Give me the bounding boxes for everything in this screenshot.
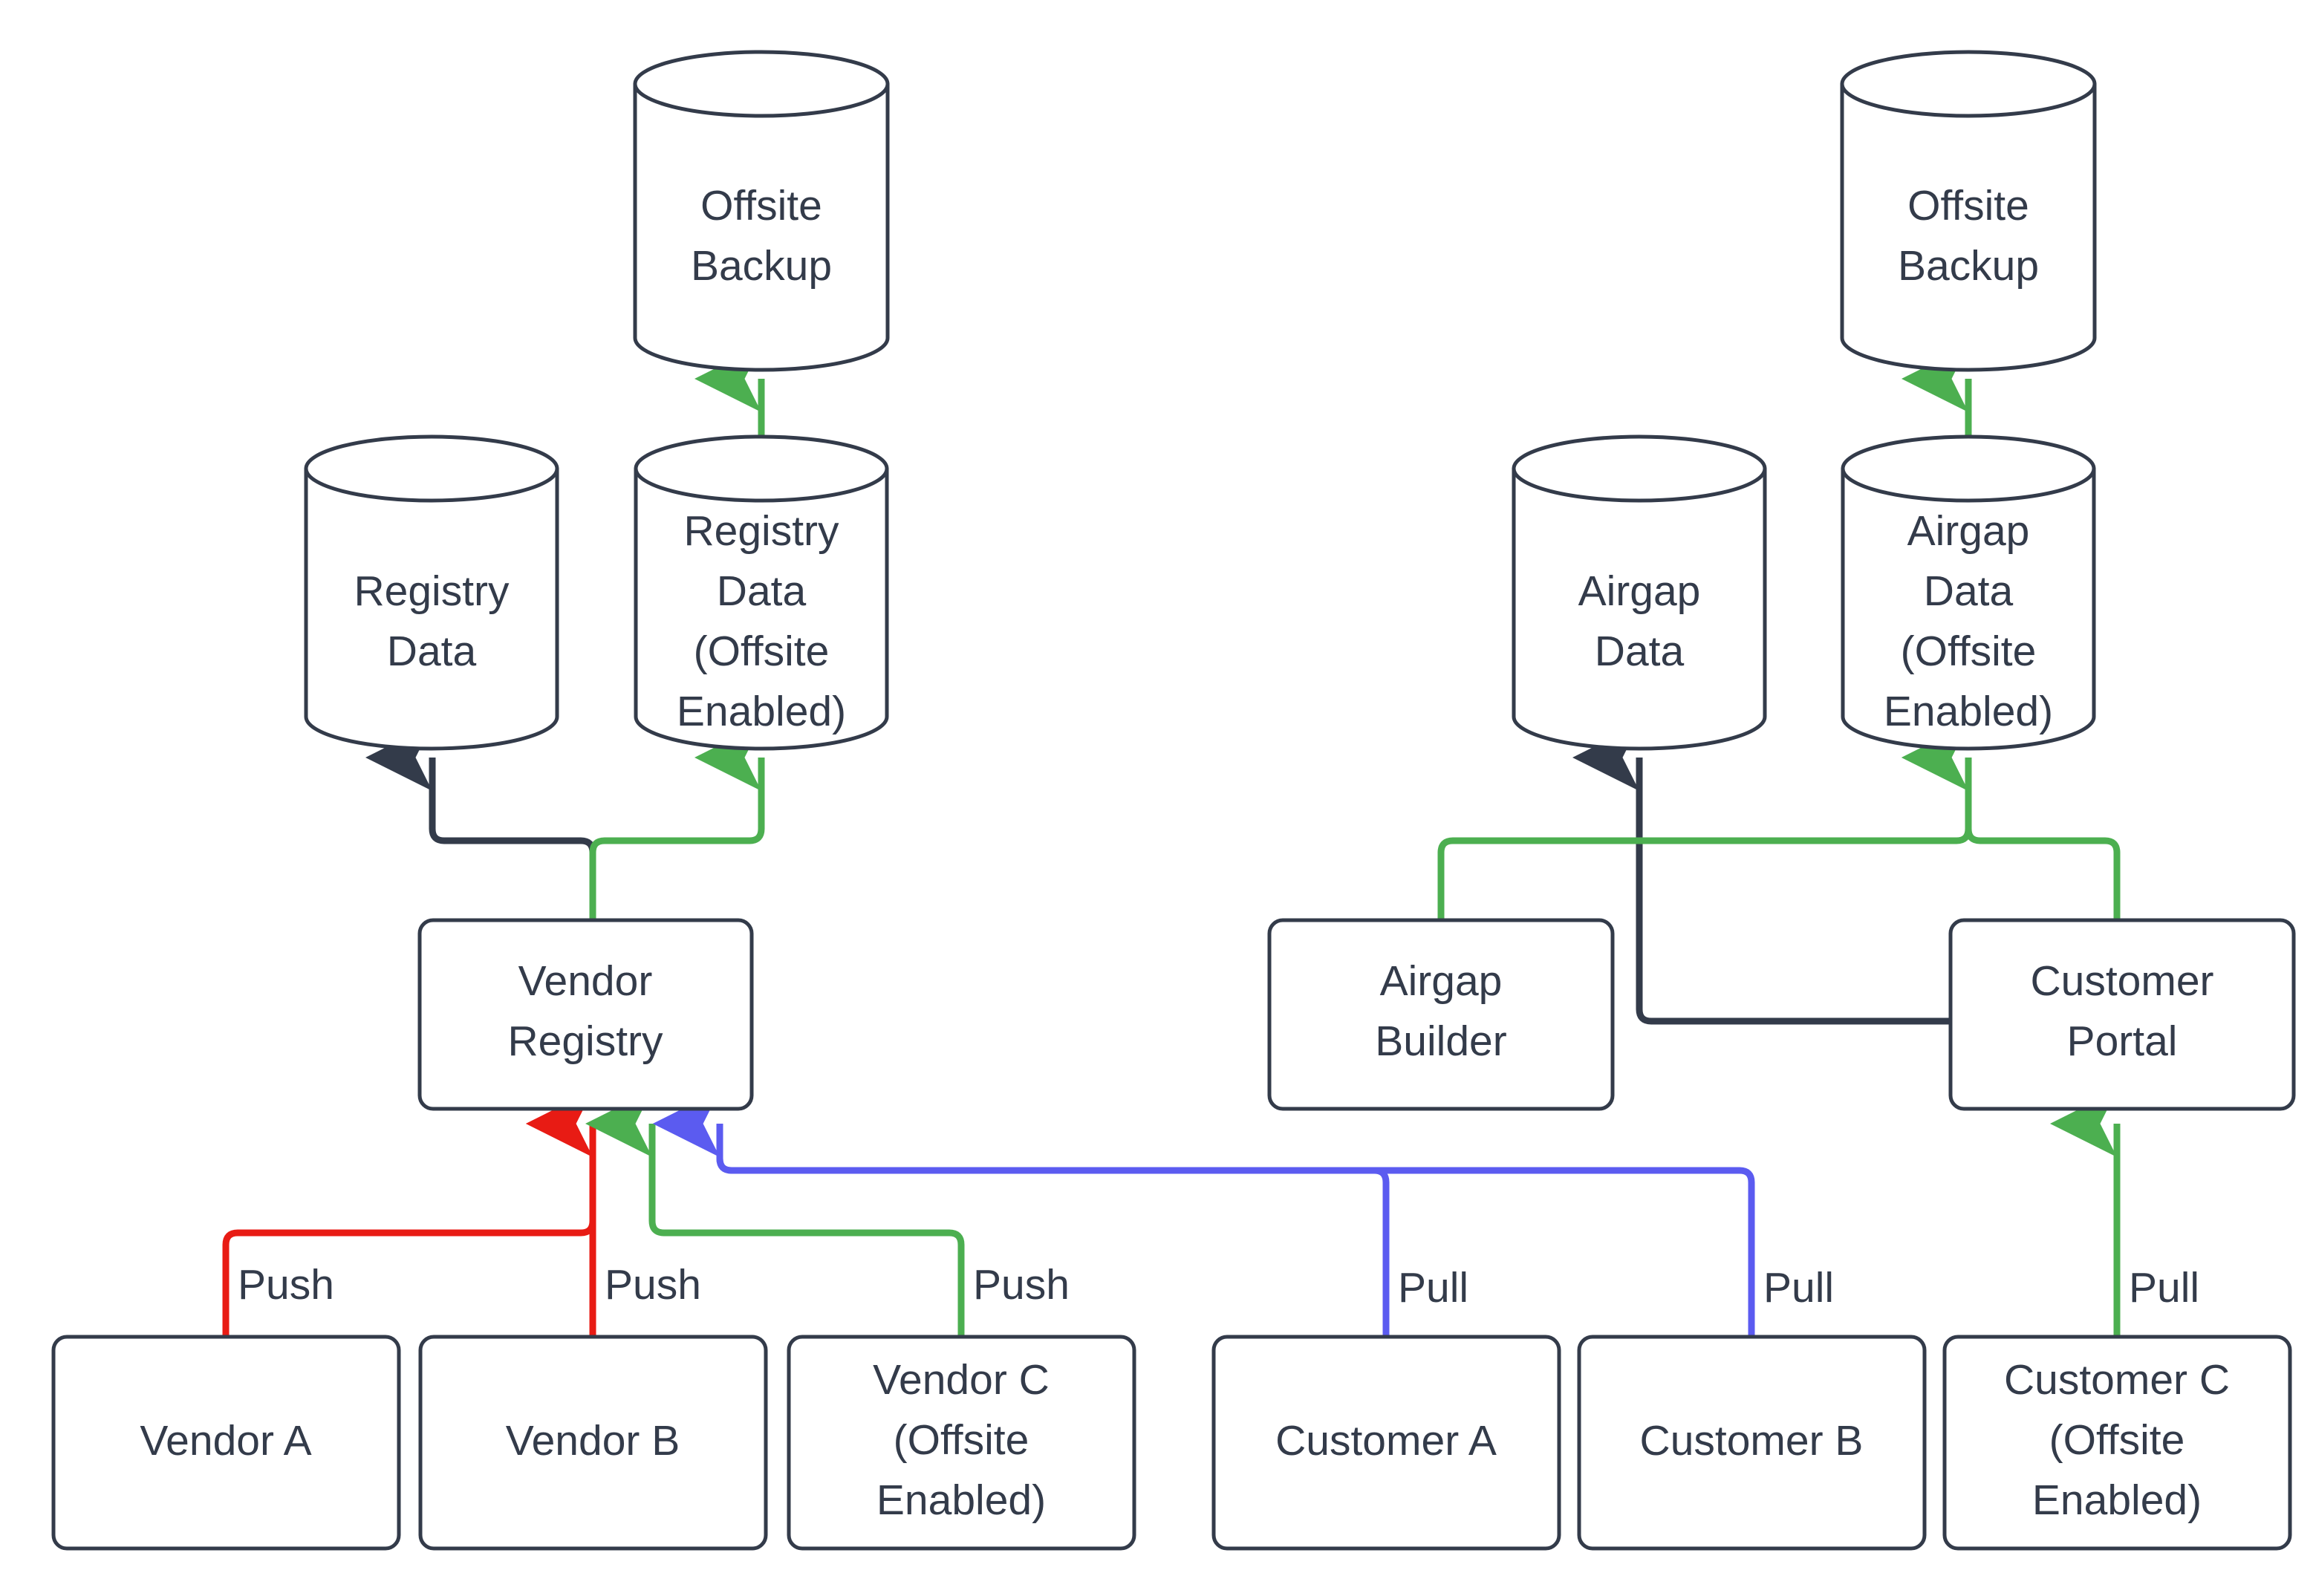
node-label: Offsite [1907, 182, 2029, 229]
node-airgap-data[interactable]: Airgap Data [1512, 434, 1767, 751]
edge-customer-b-pull[interactable] [653, 1090, 1755, 1337]
node-label: Customer [2030, 957, 2213, 1005]
node-vendor-registry[interactable]: Vendor Registry [417, 918, 754, 1111]
node-label: Registry [683, 507, 839, 555]
node-label: Builder [1375, 1017, 1506, 1065]
node-label: Data [717, 567, 807, 615]
node-customer-a[interactable]: Customer A [1211, 1335, 1561, 1551]
edge-label-pull-b: Pull [1763, 1264, 1834, 1312]
node-label: Data [1924, 567, 2014, 615]
edge-customer-portal-to-airgap-data[interactable] [1572, 724, 1951, 1025]
edge-label-push-a: Push [238, 1261, 334, 1309]
node-registry-data-offsite[interactable]: Registry Data (Offsite Enabled) [634, 434, 889, 751]
node-label: Offsite [700, 182, 822, 229]
edge-vendor-c-push[interactable] [585, 1090, 965, 1337]
node-label: Vendor [518, 957, 653, 1005]
node-customer-b[interactable]: Customer B [1577, 1335, 1927, 1551]
node-label: (Offsite [2049, 1416, 2185, 1464]
node-vendor-c[interactable]: Vendor C (Offsite Enabled) [787, 1335, 1136, 1551]
node-label: Vendor B [506, 1417, 680, 1465]
node-label: Enabled) [1884, 688, 2053, 735]
node-label: Customer B [1640, 1417, 1864, 1465]
edge-customer-portal-to-airgap-data-offsite[interactable] [1902, 724, 2121, 919]
node-label: Vendor A [140, 1417, 311, 1465]
edge-vendor-registry-to-registry-data-offsite[interactable] [589, 724, 765, 919]
node-vendor-a[interactable]: Vendor A [51, 1335, 401, 1551]
node-label: (Offsite [894, 1416, 1029, 1464]
node-label: Vendor C [873, 1356, 1050, 1404]
edge-label-push-c: Push [973, 1261, 1070, 1309]
node-label: Airgap [1380, 957, 1503, 1005]
node-label: Registry [507, 1017, 663, 1065]
node-label: Enabled) [2032, 1476, 2202, 1524]
node-label: Data [387, 628, 477, 675]
node-label: Data [1595, 628, 1685, 675]
node-label: Registry [354, 567, 510, 615]
node-offsite-backup-left[interactable]: Offsite Backup [633, 50, 890, 372]
node-label: Enabled) [677, 688, 846, 735]
node-label: Airgap [1907, 507, 2030, 555]
node-label: (Offsite [1901, 628, 2037, 675]
node-label: Backup [691, 242, 832, 290]
node-airgap-data-offsite[interactable]: Airgap Data (Offsite Enabled) [1841, 434, 2096, 751]
node-customer-c[interactable]: Customer C (Offsite Enabled) [1942, 1335, 2292, 1551]
node-label: Customer A [1275, 1417, 1497, 1465]
node-airgap-builder[interactable]: Airgap Builder [1267, 918, 1615, 1111]
node-label: Backup [1898, 242, 2039, 290]
node-label: Airgap [1578, 567, 1701, 615]
edge-label-pull-a: Pull [1398, 1264, 1468, 1312]
edge-label-push-b: Push [605, 1261, 701, 1309]
node-label: Portal [2067, 1017, 2178, 1065]
node-vendor-b[interactable]: Vendor B [418, 1335, 768, 1551]
node-registry-data[interactable]: Registry Data [304, 434, 559, 751]
node-customer-portal[interactable]: Customer Portal [1948, 918, 2296, 1111]
node-label: (Offsite [694, 628, 830, 675]
node-label: Customer C [2004, 1356, 2230, 1404]
node-label: Enabled) [876, 1476, 1046, 1524]
node-offsite-backup-right[interactable]: Offsite Backup [1840, 50, 2097, 372]
edge-label-pull-c: Pull [2129, 1264, 2199, 1312]
